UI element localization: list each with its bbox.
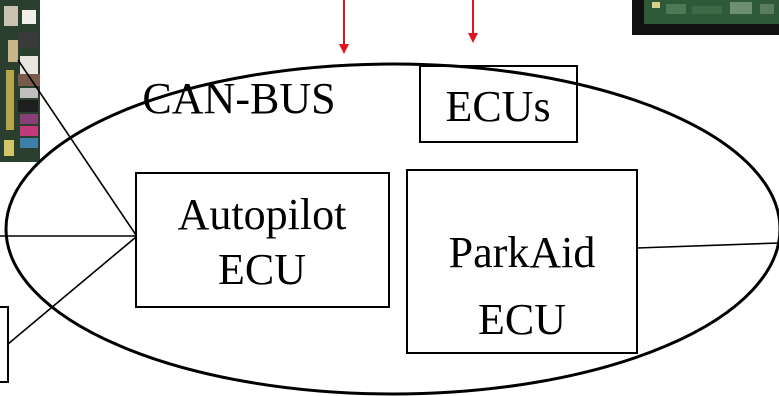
hardware-board-photo	[632, 0, 779, 35]
autopilot-ecu-box	[135, 172, 390, 308]
ecus-box	[419, 65, 578, 143]
autopilot-label-line1: Autopilot	[178, 190, 347, 239]
autopilot-label-line2: ECU	[218, 245, 306, 294]
connector-board-photo	[0, 0, 40, 162]
ecus-label: ECUs	[445, 82, 550, 131]
parkaid-label-line1: ParkAid	[449, 228, 596, 277]
can-bus-ellipse	[4, 62, 779, 396]
parkaid-to-right-line	[636, 242, 779, 249]
board-to-autopilot-line	[17, 59, 137, 236]
partial-device-box	[0, 306, 9, 383]
device-to-autopilot-line	[7, 236, 137, 345]
parkaid-label-line2: ECU	[478, 295, 566, 344]
can-bus-label: CAN-BUS	[142, 74, 335, 123]
parkaid-ecu-box	[406, 169, 638, 354]
